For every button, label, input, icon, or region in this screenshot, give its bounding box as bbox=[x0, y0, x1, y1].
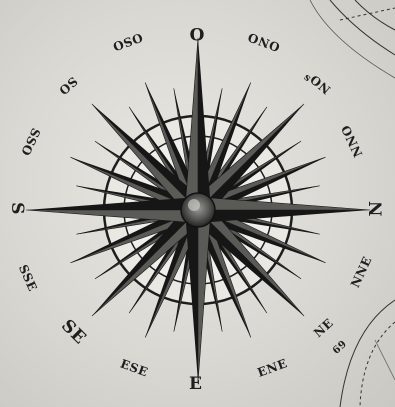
map-fragment-bottom-right bbox=[340, 300, 395, 407]
label-south-e: E bbox=[189, 376, 202, 393]
label-north-o: O bbox=[189, 24, 204, 41]
label-west-s: S bbox=[8, 202, 25, 215]
map-fragment-top-right bbox=[310, 0, 395, 78]
compass-center-highlight bbox=[188, 199, 200, 211]
compass-center-hub bbox=[181, 193, 215, 227]
label-east-n: N bbox=[369, 200, 386, 216]
